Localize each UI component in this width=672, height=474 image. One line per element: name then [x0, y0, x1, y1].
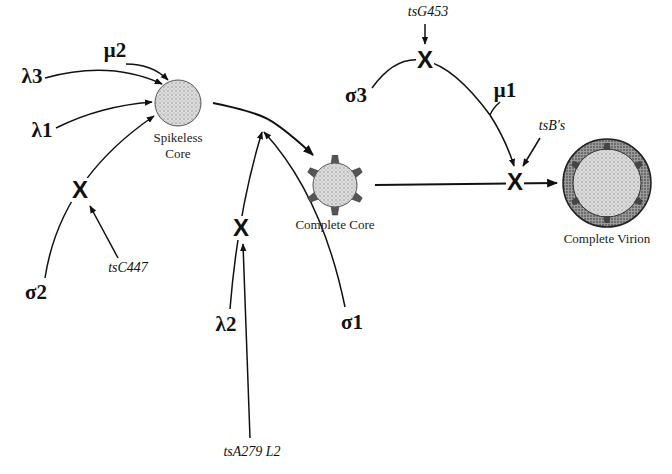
spikeless-core-shape	[143, 78, 213, 130]
leader-line	[490, 115, 514, 166]
protein-label: σ2	[25, 282, 47, 303]
block-mark: X	[416, 48, 434, 72]
block-mark: X	[71, 178, 89, 202]
leader-line	[126, 64, 168, 80]
protein-label: λ1	[32, 120, 53, 141]
mutant-label: tsG453	[408, 5, 448, 19]
spikeless-core: Spikeless Core	[143, 78, 213, 161]
mutant-label: tsC447	[108, 261, 148, 275]
block-mark: X	[232, 216, 250, 240]
leader-line	[56, 102, 152, 128]
protein-label: μ1	[494, 80, 516, 101]
spike	[634, 161, 643, 170]
spike	[571, 196, 580, 205]
node-label: Complete Core	[295, 217, 375, 233]
spike	[571, 161, 580, 170]
protein-label: σ1	[341, 312, 363, 333]
protein-label: λ3	[22, 66, 43, 87]
leader-line	[424, 24, 426, 44]
node-label: Spikeless Core	[143, 130, 213, 161]
complete-core-shape	[295, 155, 375, 217]
leader-line	[45, 70, 162, 84]
block-mark: X	[506, 170, 524, 194]
assembly-arrow	[213, 103, 313, 155]
spike	[634, 196, 643, 205]
protein-label: μ2	[104, 40, 126, 61]
leader-line	[45, 116, 154, 278]
protein-label: λ2	[216, 314, 237, 335]
leader-line	[90, 206, 118, 258]
inner-core	[573, 149, 641, 217]
complete-virion: Complete Virion	[557, 137, 657, 247]
mutant-label: tsB's	[539, 119, 565, 133]
leader-line	[243, 244, 250, 438]
spike	[604, 216, 611, 223]
complete-core: Complete Core	[295, 155, 375, 233]
complete-virion-shape	[557, 137, 657, 231]
leader-line	[490, 102, 500, 115]
spike	[604, 143, 611, 150]
node-label: Complete Virion	[557, 231, 657, 247]
core-circle	[313, 163, 357, 207]
core-circle	[155, 80, 201, 126]
assembly-arrow	[375, 183, 557, 185]
outer-capsid	[563, 139, 651, 227]
leader-line	[523, 138, 540, 166]
protein-label: σ3	[345, 85, 367, 106]
leader-line	[230, 132, 262, 309]
mutant-label: tsA279 L2	[223, 445, 280, 459]
